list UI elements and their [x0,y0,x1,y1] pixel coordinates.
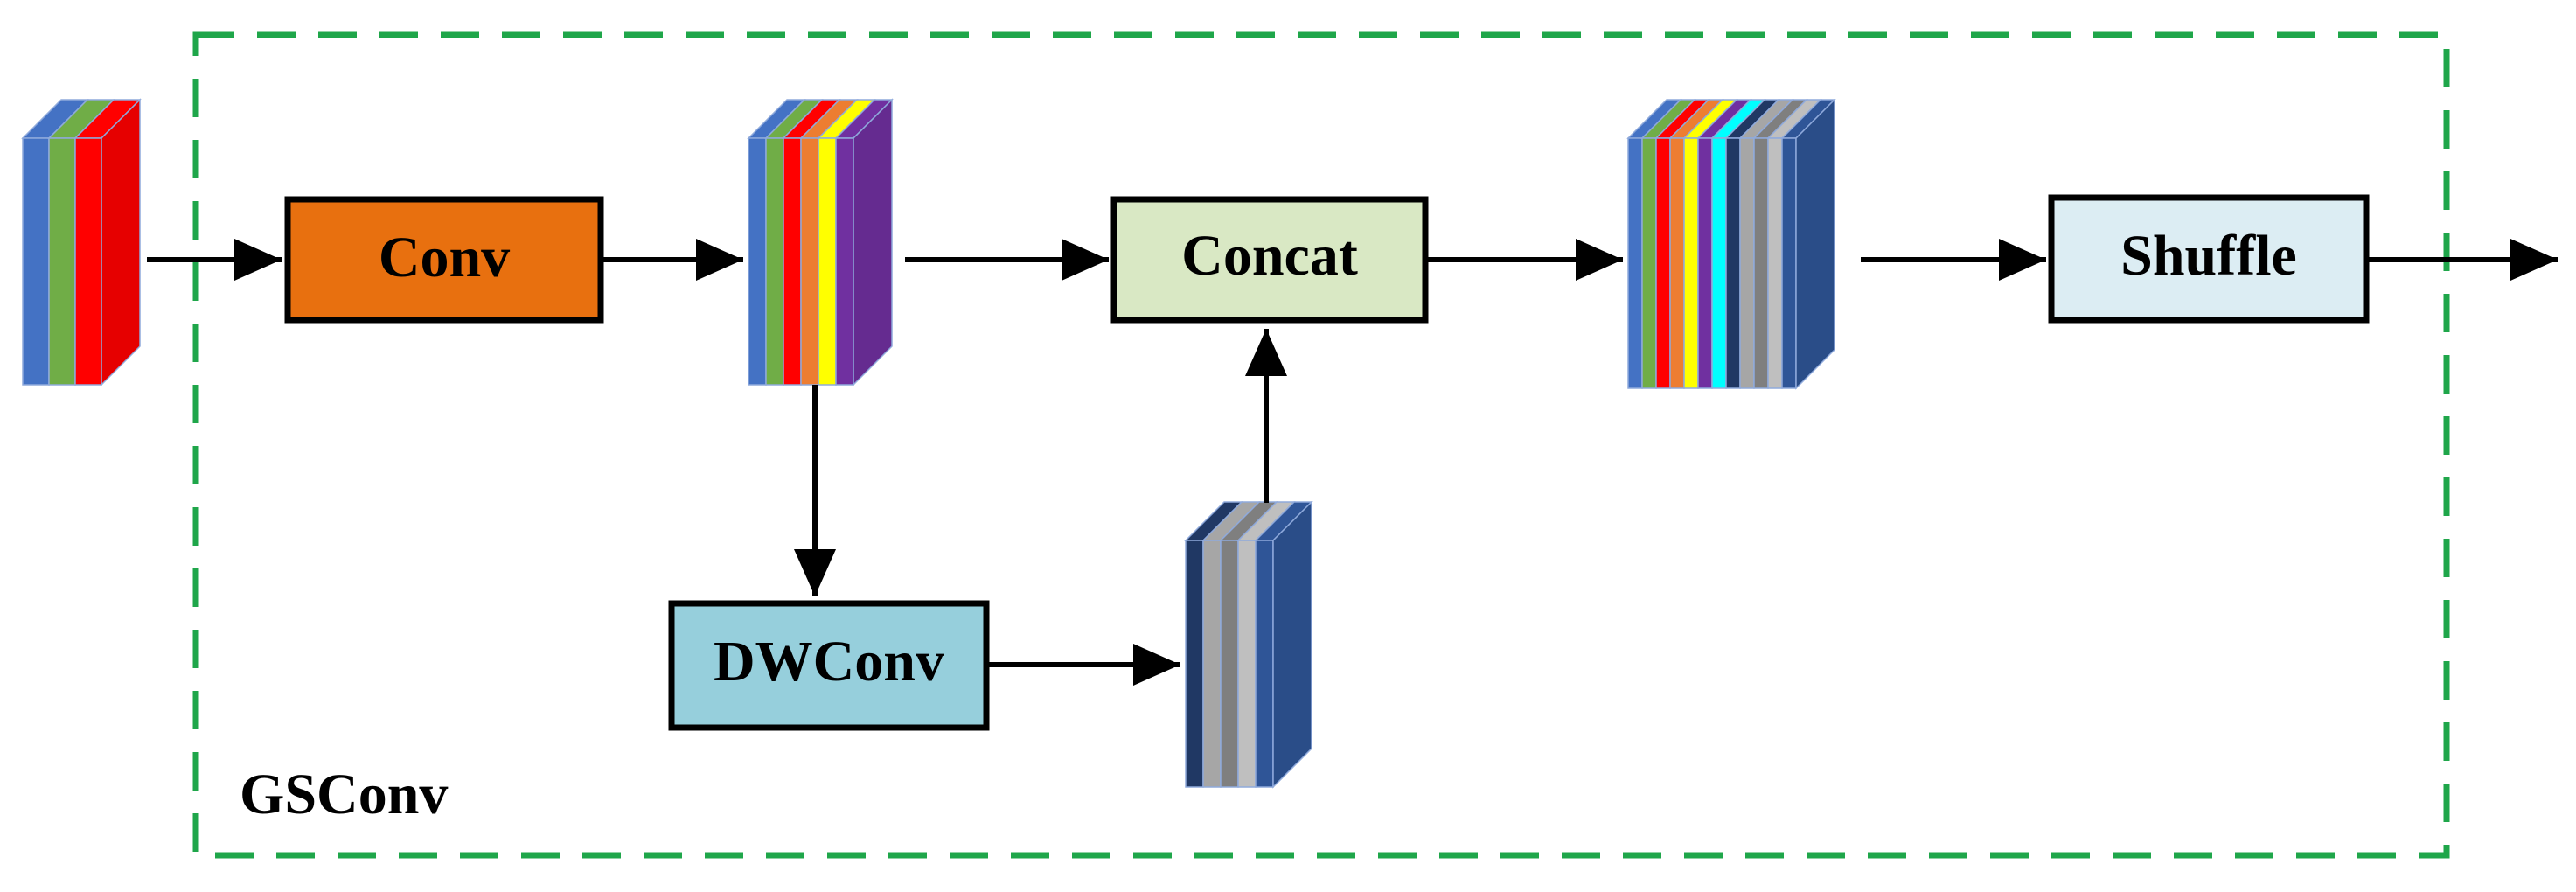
layer-front-face [1669,137,1685,389]
conv-block: Conv [284,196,604,324]
layer-front-face [783,137,802,386]
dwconv-output-feature-map [1184,500,1313,789]
conv-output-feature-map [747,98,894,387]
layer-front-face [1220,540,1239,788]
dwconv-label: DWConv [714,630,944,693]
concat-box [1110,196,1429,324]
layer-front-face [1655,137,1671,389]
input-feature-map [21,98,142,387]
layer-front-face [1767,137,1783,389]
layer-front-face [1237,540,1257,788]
gsconv-group-label: GSConv [240,763,448,826]
layer-front-face [1753,137,1769,389]
layer-front-face [1697,137,1713,389]
layer-front-face [1255,540,1274,788]
layer-front-face [1725,137,1741,389]
shuffle-box [2048,194,2370,324]
gsconv-group-border [192,31,2450,859]
layer-front-face [1739,137,1755,389]
layer-side-face [101,98,141,387]
layer-front-face [1627,137,1643,389]
conv-box [284,196,604,324]
shuffle-label: Shuffle [2120,224,2297,288]
layer-front-face [1683,137,1699,389]
conv-label: Conv [379,226,510,289]
layer-front-face [1641,137,1657,389]
layer-side-face [1272,500,1312,789]
shuffle-block: Shuffle [2048,194,2370,324]
concat-output-feature-map [1626,98,1836,390]
layer-front-face [74,137,102,386]
layer-front-face [835,137,854,386]
layer-front-face [1711,137,1727,389]
layer-front-face [1202,540,1222,788]
dwconv-block: DWConv [668,600,990,731]
layer-front-face [48,137,76,386]
layer-side-face [1795,98,1835,390]
connections [147,239,2558,686]
layer-front-face [1185,540,1204,788]
layer-side-face [853,98,893,387]
layer-front-face [748,137,767,386]
concat-block: Concat [1110,196,1429,324]
layer-front-face [800,137,819,386]
concat-label: Concat [1181,224,1358,288]
layer-front-face [1781,137,1797,389]
layer-front-face [818,137,837,386]
layer-front-face [765,137,784,386]
layer-front-face [22,137,50,386]
dwconv-box [668,600,990,731]
